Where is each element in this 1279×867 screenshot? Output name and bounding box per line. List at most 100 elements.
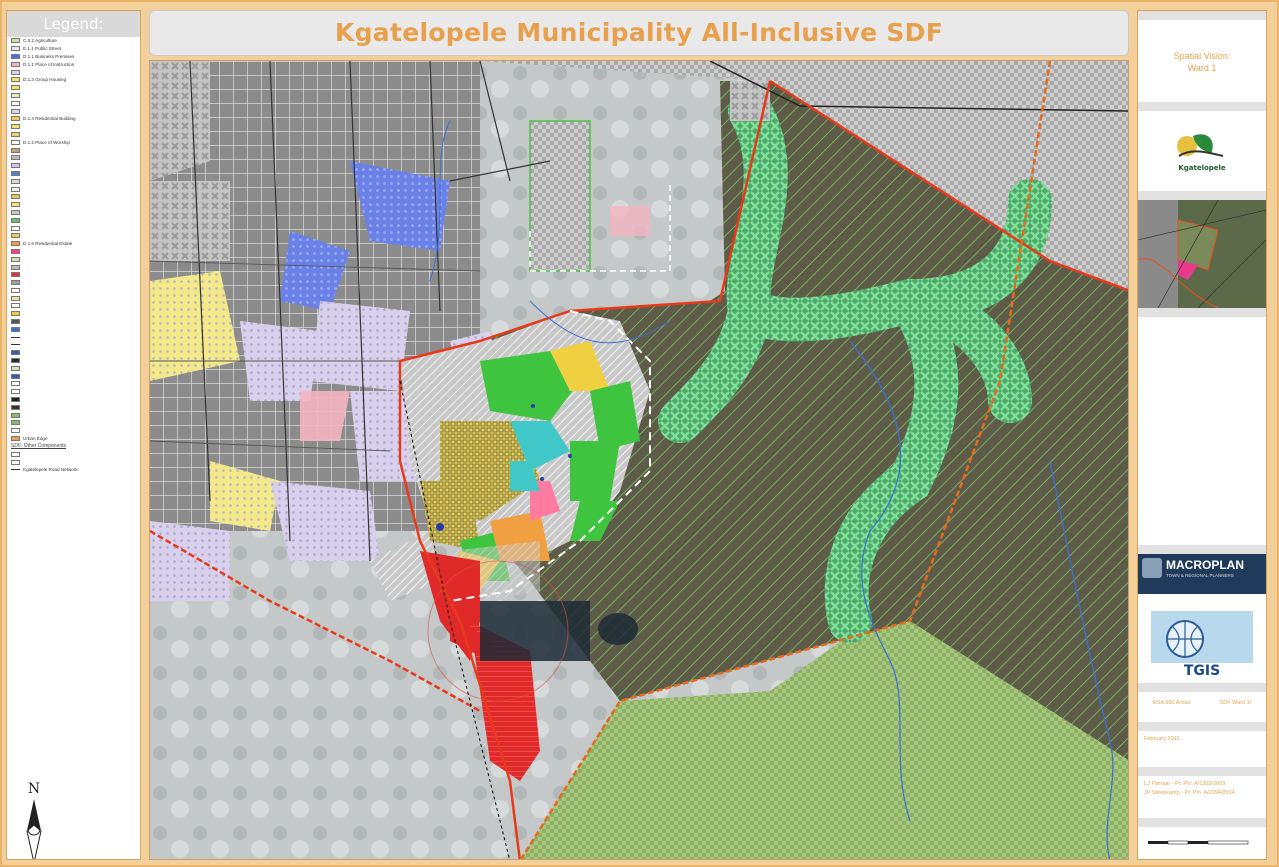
legend-spatial-swatch bbox=[11, 389, 20, 395]
legend-label: D.1.6 Residential Estate bbox=[23, 241, 73, 247]
legend-swatch bbox=[11, 256, 20, 262]
legend-other-item bbox=[7, 450, 140, 458]
legend-spatial-swatch bbox=[11, 436, 20, 442]
legend-swatch bbox=[11, 303, 20, 309]
planner-2: JP Steenkamp - Pr. Pln. A/2294/2014 bbox=[1144, 790, 1235, 796]
legend-item bbox=[7, 224, 140, 232]
panel-header-title bbox=[1138, 11, 1266, 20]
legend-item: D.1.6 Residential Estate bbox=[7, 240, 140, 248]
legend-swatch bbox=[11, 264, 20, 270]
macroplan-logo: MACROPLAN TOWN & REGIONAL PLANNERS bbox=[1138, 554, 1266, 594]
legend-item bbox=[7, 302, 140, 310]
legend-swatch bbox=[11, 69, 20, 75]
legend-other-label: Kgatelopele Road Network bbox=[23, 467, 78, 473]
legend-label: D.1.1 Place of Instruction bbox=[23, 61, 75, 67]
legend-swatch bbox=[11, 61, 20, 67]
legend-item bbox=[7, 201, 140, 209]
legend-item bbox=[7, 185, 140, 193]
legend-swatch bbox=[11, 217, 20, 223]
legend-spatial-item bbox=[7, 364, 140, 372]
legend-swatch bbox=[11, 124, 20, 130]
legend-spatial-item bbox=[7, 357, 140, 365]
legend-spatial-swatch bbox=[11, 412, 20, 418]
legend-swatch bbox=[11, 77, 20, 83]
vision-line-2: Ward 1 bbox=[1187, 63, 1217, 73]
legend-swatch bbox=[11, 92, 20, 98]
panel-header-locality bbox=[1138, 191, 1266, 200]
scale-bar-icon bbox=[1148, 840, 1249, 845]
legend-spatial-swatch bbox=[11, 358, 20, 364]
legend-spatial-item: Urban Edge bbox=[7, 435, 140, 443]
legend-item bbox=[7, 255, 140, 263]
legend-swatch bbox=[11, 202, 20, 208]
legend-swatch bbox=[11, 295, 20, 301]
legend-item bbox=[7, 193, 140, 201]
legend-label: E.1.1 Public Street bbox=[23, 46, 62, 52]
municipality-logo-icon: Kgatelopele bbox=[1177, 134, 1226, 172]
legend-item bbox=[7, 294, 140, 302]
legend-item bbox=[7, 216, 140, 224]
panel-header-planners bbox=[1138, 767, 1266, 776]
panel-header-date bbox=[1138, 722, 1266, 731]
map-title: Kgatelopele Municipality All-Inclusive S… bbox=[334, 18, 944, 47]
legend-swatch bbox=[11, 147, 20, 153]
legend-spatial-item bbox=[7, 325, 140, 333]
legend-swatch bbox=[11, 287, 20, 293]
legend-item bbox=[7, 232, 140, 240]
legend-item bbox=[7, 318, 140, 326]
legend-swatch bbox=[11, 233, 20, 239]
legend-swatch bbox=[11, 311, 20, 317]
legend-swatch bbox=[11, 53, 20, 59]
legend-spatial-item bbox=[7, 380, 140, 388]
legend-swatch bbox=[11, 108, 20, 114]
panel-header-compiled-by bbox=[1138, 545, 1266, 554]
legend-swatch bbox=[11, 155, 20, 161]
legend-label: D.1.2 Place of Worship bbox=[23, 139, 70, 145]
legend-spatial-item bbox=[7, 403, 140, 411]
legend-swatch bbox=[11, 178, 20, 184]
legend-item bbox=[7, 287, 140, 295]
legend-item: D.1.3 Group Housing bbox=[7, 76, 140, 84]
legend-spatial-item bbox=[7, 341, 140, 349]
legend-swatch bbox=[11, 241, 20, 247]
legend-swatch bbox=[11, 248, 20, 254]
entry-2: SDF Ward 1/ bbox=[1219, 700, 1252, 706]
notes-area bbox=[1138, 317, 1266, 545]
legend-spatial-swatch bbox=[11, 428, 20, 434]
legend-spatial-label: Urban Edge bbox=[23, 436, 48, 442]
legend-item bbox=[7, 162, 140, 170]
legend-item bbox=[7, 92, 140, 100]
panel-header-right bbox=[1202, 683, 1266, 692]
legend-spatial-swatch bbox=[11, 404, 20, 410]
legend-spatial-item bbox=[7, 427, 140, 435]
legend-spatial-item bbox=[7, 419, 140, 427]
legend-swatch bbox=[11, 194, 20, 200]
legend-item bbox=[7, 107, 140, 115]
legend-swatch bbox=[11, 100, 20, 106]
panel-header-scale bbox=[1138, 818, 1266, 827]
legend-label: D.1.3 Group Housing bbox=[23, 77, 67, 83]
legend-spatial-swatch bbox=[11, 397, 20, 403]
legend-label: D.1.1 Business Premises bbox=[23, 53, 75, 59]
legend-item bbox=[7, 170, 140, 178]
legend-item bbox=[7, 68, 140, 76]
legend-swatch bbox=[11, 163, 20, 169]
legend-swatch bbox=[11, 186, 20, 192]
legend-item bbox=[7, 279, 140, 287]
legend-spatial-item bbox=[7, 388, 140, 396]
legend-spatial-item bbox=[7, 333, 140, 341]
planners: LJ Pienaar - Pr. Pln. A/1322/2009 JP Ste… bbox=[1138, 776, 1266, 818]
legend-item: C.5.2 Agriculture bbox=[7, 37, 140, 45]
vision-line-1: Spatial Vision: bbox=[1173, 51, 1231, 61]
map-title-bar: Kgatelopele Municipality All-Inclusive S… bbox=[149, 10, 1129, 56]
legend-spatial-swatch bbox=[11, 344, 20, 346]
legend-swatch bbox=[11, 170, 20, 176]
legend-spatial-swatch bbox=[11, 381, 20, 387]
svg-text:Kgatelopele: Kgatelopele bbox=[1178, 164, 1226, 172]
panel-header-geo bbox=[1138, 594, 1266, 603]
legend-spatial-swatch bbox=[11, 373, 20, 379]
tgis-logo: TGIS bbox=[1138, 603, 1266, 683]
map-canvas[interactable] bbox=[149, 60, 1129, 860]
legend-item: D.1.4 Residential Building bbox=[7, 115, 140, 123]
info-panel: Spatial Vision: Ward 1 Kgatelopele MACRO… bbox=[1137, 10, 1267, 860]
